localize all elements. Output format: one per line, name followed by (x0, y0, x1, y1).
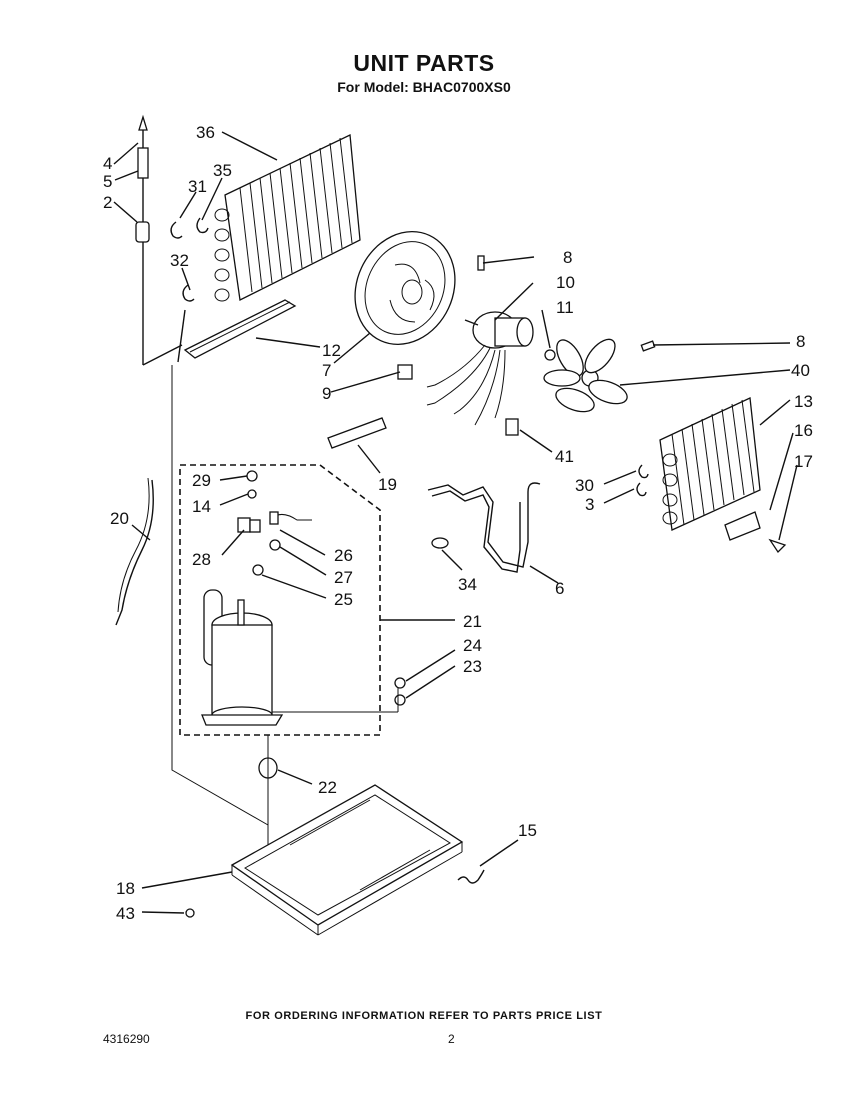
capillary-assembly (135, 114, 183, 366)
page-number: 2 (448, 1032, 455, 1046)
grommet-23 (394, 694, 406, 706)
base-pan (230, 784, 464, 936)
callout-14: 14 (192, 497, 211, 516)
bulb-holder (724, 511, 761, 541)
callout-28: 28 (192, 550, 211, 569)
compressor (201, 589, 284, 726)
wire-harness (115, 479, 154, 626)
callout-36: 36 (196, 123, 215, 142)
callout-5: 5 (103, 172, 112, 191)
callout-31: 31 (188, 177, 207, 196)
callout-4: 4 (103, 154, 112, 173)
evaporator-coil (659, 397, 761, 531)
grommet-34 (431, 537, 449, 549)
drain-strip (183, 299, 297, 359)
callout-8-lower: 8 (796, 332, 805, 351)
clip-31 (170, 221, 183, 239)
callout-23: 23 (463, 657, 482, 676)
compressor-group-box (179, 464, 381, 736)
callout-34: 34 (458, 575, 477, 594)
callout-18: 18 (116, 879, 135, 898)
callout-15: 15 (518, 821, 537, 840)
callout-41: 41 (555, 447, 574, 466)
callout-6: 6 (555, 579, 564, 598)
fan-motor (464, 311, 534, 349)
fan-shroud (354, 231, 456, 345)
callout-2: 2 (103, 193, 112, 212)
callout-21: 21 (463, 612, 482, 631)
motor-nut (544, 349, 556, 361)
callout-20: 20 (110, 509, 129, 528)
screw-43 (185, 908, 195, 918)
callout-26: 26 (334, 546, 353, 565)
spring-15 (457, 869, 485, 884)
bulb-clip (768, 538, 787, 554)
callout-43: 43 (116, 904, 135, 923)
callout-11: 11 (556, 298, 574, 317)
callout-29: 29 (192, 471, 211, 490)
callout-9: 9 (322, 384, 331, 403)
callout-24: 24 (463, 636, 482, 655)
callout-17: 17 (794, 452, 813, 471)
callout-7: 7 (322, 361, 331, 380)
callout-3: 3 (585, 495, 594, 514)
model-subtitle: For Model: BHAC0700XS0 (337, 79, 511, 95)
page-title: UNIT PARTS (353, 50, 495, 76)
washer-24 (394, 677, 406, 689)
clip-3 (636, 482, 647, 497)
callout-12: 12 (322, 341, 341, 360)
callout-22: 22 (318, 778, 337, 797)
callout-35: 35 (213, 161, 232, 180)
refrigerant-tubing (427, 482, 541, 568)
clip-32 (182, 284, 195, 302)
insulation-strip (327, 417, 387, 449)
leader-lines (113, 131, 798, 914)
shroud-clip (397, 364, 413, 380)
callout-8-upper: 8 (563, 248, 572, 267)
callout-40: 40 (791, 361, 810, 380)
blower-fan (543, 338, 628, 413)
callout-30: 30 (575, 476, 594, 495)
clip-30 (638, 464, 649, 479)
callout-27: 27 (334, 568, 353, 587)
callout-19: 19 (378, 475, 397, 494)
document-number: 4316290 (103, 1032, 150, 1046)
callout-13: 13 (794, 392, 813, 411)
motor-wires (426, 344, 506, 426)
callout-32: 32 (170, 251, 189, 270)
fan-screw (640, 340, 656, 352)
callout-16: 16 (794, 421, 813, 440)
bracket-41 (505, 418, 519, 436)
ordering-note: FOR ORDERING INFORMATION REFER TO PARTS … (245, 1010, 603, 1022)
condenser-coil (214, 134, 361, 302)
clip-35 (196, 217, 209, 234)
callout-25: 25 (334, 590, 353, 609)
callout-10: 10 (556, 273, 575, 292)
